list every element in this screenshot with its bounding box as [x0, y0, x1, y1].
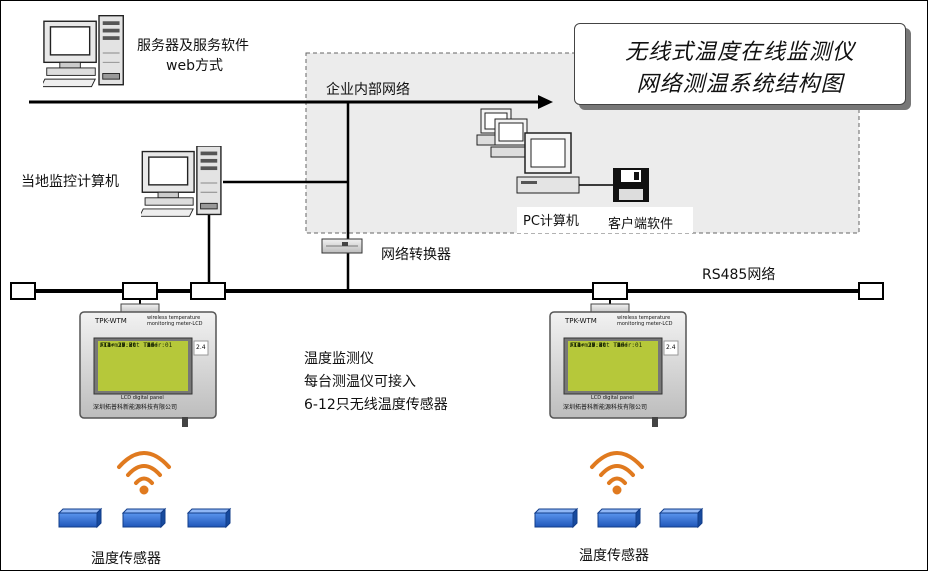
- bus-node-local-pc: [190, 282, 226, 300]
- diagram-title-box: 无线式温度在线监测仪 网络测温系统结构图: [574, 23, 906, 105]
- sensor-group-left: [57, 507, 232, 529]
- converter-label: 网络转换器: [381, 247, 451, 263]
- client-software-label: 客户端软件: [608, 217, 674, 232]
- bus-terminator-left: [10, 282, 36, 300]
- lcd-line: FT4= 29.6t T10=: [100, 342, 166, 349]
- device-panel-right: LCD digital panel: [591, 395, 634, 401]
- local-pc-label: 当地监控计算机: [21, 174, 119, 190]
- sensor-label-right: 温度传感器: [579, 548, 649, 564]
- bus-terminator-right: [858, 282, 884, 300]
- device-maker-left: 深圳拓普科新能源科技有限公司: [93, 404, 178, 411]
- diagram-title-line2: 网络测温系统结构图: [636, 72, 844, 97]
- lcd-line: ALarm:T:70t Addr:01: [570, 342, 643, 349]
- lcd-line: FT3= 29.2t T9=: [100, 342, 166, 349]
- lcd-line: FT2= 28.5t T8=: [100, 342, 166, 349]
- lcd-line: ALarm:T:70t Addr:01: [100, 342, 173, 349]
- server-label: 服务器及服务软件: [137, 38, 249, 54]
- sensor-group-right: [533, 507, 704, 529]
- bus-node-monitor-left: [122, 282, 158, 300]
- floppy-disk-icon: [613, 168, 649, 202]
- diagram-title-line1: 无线式温度在线监测仪: [624, 40, 855, 65]
- lcd-line: FT2= 28.5t T8=: [570, 342, 636, 349]
- local-monitor-computer-icon: [141, 146, 222, 218]
- rs485-label: RS485网络: [702, 267, 776, 283]
- lcd-line: FT3= 29.2t T9=: [570, 342, 636, 349]
- monitor-label-line3: 6-12只无线温度传感器: [304, 397, 448, 413]
- temperature-monitor-right: [549, 303, 687, 427]
- network-converter: [321, 238, 363, 254]
- wireless-signal-icon-right: [590, 451, 644, 495]
- device-model-right: TPK-WTM: [565, 317, 597, 325]
- pc-label: PC计算机: [523, 214, 579, 229]
- lcd-line: FT1= 27.8t T7=: [570, 342, 636, 349]
- device-badge-right: 2.4: [666, 344, 676, 351]
- server-computer-icon: [43, 15, 124, 88]
- lcd-line: FT5= 30.2t T11=: [100, 342, 166, 349]
- intranet-label: 企业内部网络: [326, 82, 410, 98]
- device-desc-right: wireless temperature monitoring meter-LC…: [617, 315, 673, 327]
- lcd-line: FT1= 27.8t T7=: [100, 342, 166, 349]
- monitor-label-line2: 每台测温仪可接入: [304, 374, 416, 390]
- device-maker-right: 深圳拓普科新能源科技有限公司: [563, 404, 648, 411]
- lcd-line: FT6= 30.4t TC=: [570, 342, 636, 349]
- temperature-monitor-left: [79, 303, 217, 427]
- device-desc-left: wireless temperature monitoring meter-LC…: [147, 315, 203, 327]
- bus-node-monitor-right: [592, 282, 628, 300]
- intranet-arrow: [538, 95, 553, 109]
- wireless-signal-icon-left: [117, 451, 171, 495]
- server-sub-label: web方式: [166, 58, 223, 74]
- monitor-label-line1: 温度监测仪: [304, 351, 374, 367]
- device-model-left: TPK-WTM: [95, 317, 127, 325]
- sensor-label-left: 温度传感器: [91, 551, 161, 567]
- lcd-line: FT4= 29.6t T10=: [570, 342, 636, 349]
- device-panel-left: LCD digital panel: [121, 395, 164, 401]
- device-badge-left: 2.4: [196, 344, 206, 351]
